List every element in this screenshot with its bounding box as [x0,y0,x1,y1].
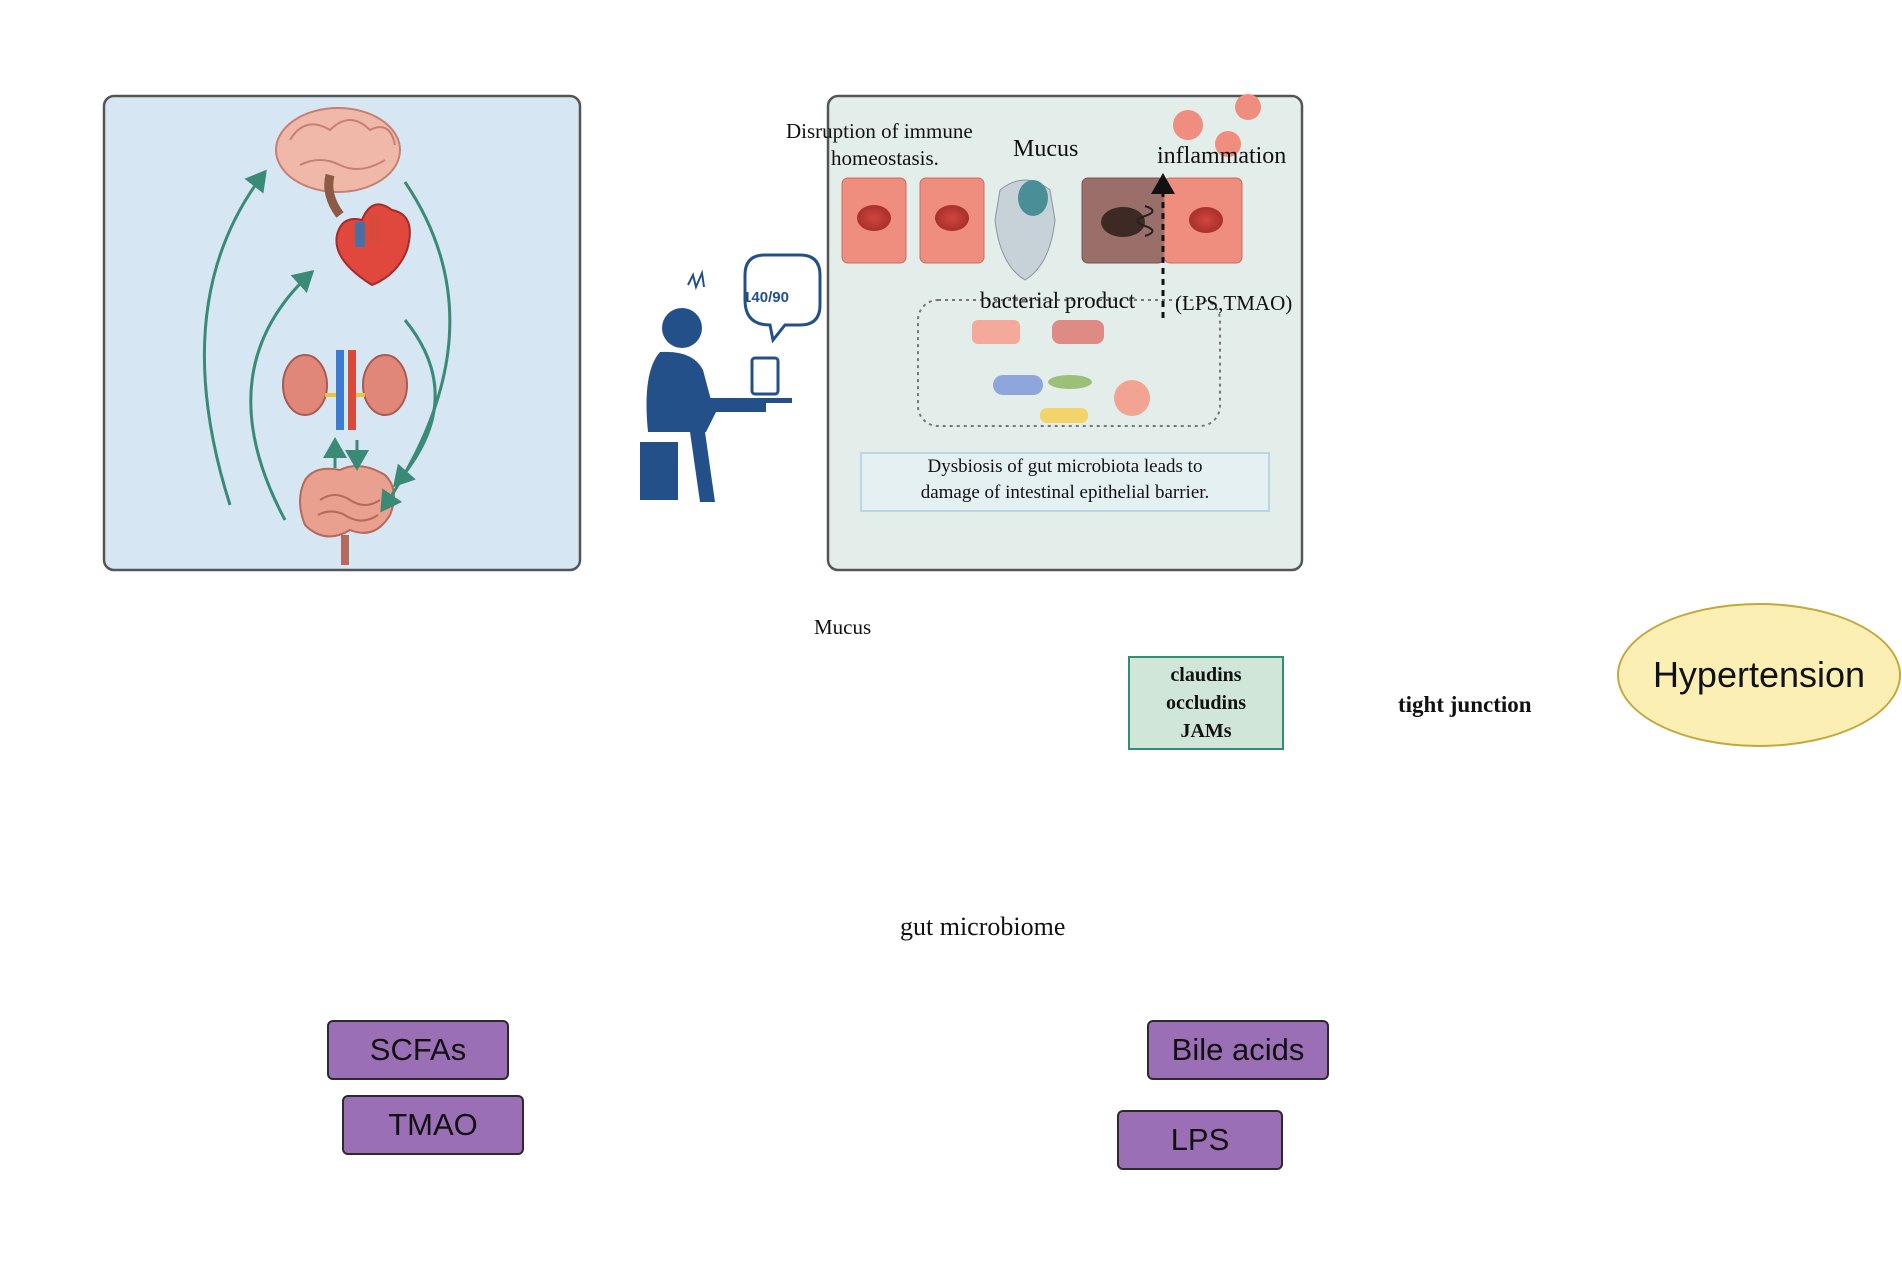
gut-microbiome-label: gut microbiome [900,912,1066,941]
tight-junction-label: tight junction [1398,692,1532,717]
inflammation-particles [1173,94,1261,157]
intestine-icon [299,465,395,565]
hypertension-node: Hypertension [1617,603,1901,747]
gut-organ-loop-arrows [202,169,452,521]
epithelial-cells-top [841,177,1243,281]
heart-icon [335,203,411,287]
dysbiosis-line-2: damage of intestinal epithelial barrier. [920,482,1210,503]
disruption-line-1: Disruption of immune [786,119,973,143]
scfas-box: SCFAs [327,1020,509,1080]
brain-icon [275,107,401,218]
tmao-box: TMAO [342,1095,524,1155]
disruption-line-2: homeostasis. [831,146,939,170]
kidneys-icon [282,350,408,430]
bacterial-product-label: bacterial product [980,288,1136,313]
person-bp-monitor-icon [640,253,822,502]
organ-axis-panel [102,94,582,572]
top-mucus-label: Mucus [1013,136,1079,162]
dysbiosis-caption: Dysbiosis of gut microbiota leads to dam… [860,452,1270,512]
bp-reading: 140/90 [743,289,789,306]
tj-occludins: occludins [1165,692,1247,714]
bacteria-cluster-top [972,320,1150,423]
bacteria-region-dotted [917,299,1221,427]
tj-jams: JAMs [1180,720,1232,742]
lps-tmao-label: (LPS,TMAO) [1175,291,1293,315]
inflammation-label: inflammation [1157,143,1287,169]
tight-junction-proteins-box: claudins occludins JAMs [1128,656,1284,750]
tj-claudins: claudins [1170,664,1242,686]
lps-box: LPS [1117,1110,1283,1170]
bile-acids-box: Bile acids [1147,1020,1329,1080]
dysbiosis-line-1: Dysbiosis of gut microbiota leads to [927,456,1203,477]
middle-mucus-label: Mucus [814,615,872,639]
disruption-label: Disruption of immune homeostasis. [786,118,973,172]
